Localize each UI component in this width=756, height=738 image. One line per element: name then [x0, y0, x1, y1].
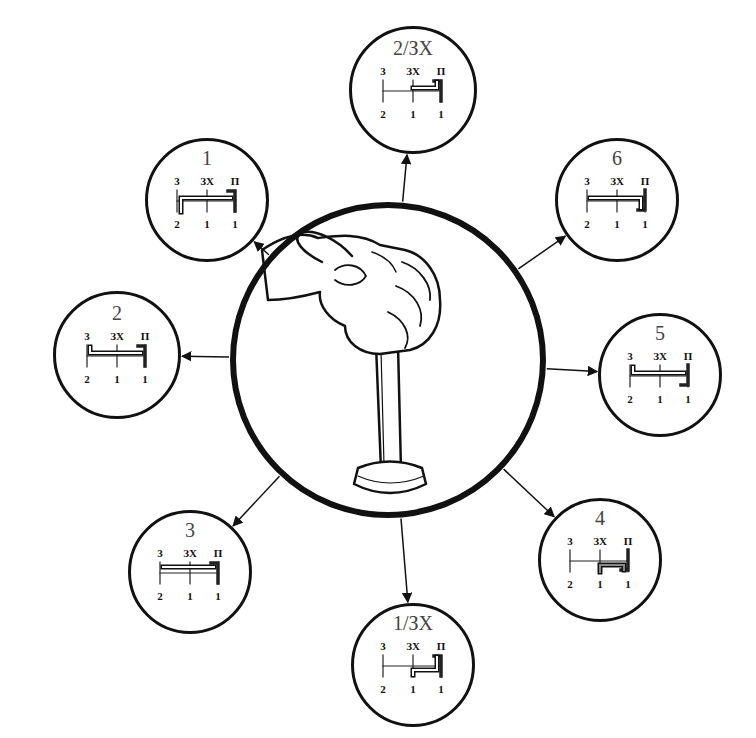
gate-label: 2: [627, 394, 633, 405]
gate-label: П: [437, 641, 446, 652]
gate-label: 3: [157, 548, 163, 559]
gate-label: 1: [438, 684, 444, 695]
gate-label: 3: [567, 536, 573, 547]
gear-number: 1/ЗХ: [393, 613, 433, 633]
gate-label: ЗХ: [406, 66, 420, 77]
gate-label: П: [437, 66, 446, 77]
gate-label: 3: [84, 331, 90, 342]
gear-number: 5: [655, 323, 665, 343]
shift-gate-scheme: [383, 655, 441, 677]
lever-circle: [230, 202, 546, 518]
gear-position-circle: 4 3 ЗХ П 2 1 1: [538, 498, 662, 622]
gate-label: 1: [597, 579, 603, 590]
circle-border: [130, 512, 251, 633]
gear-number: 2/ЗХ: [393, 38, 433, 58]
gate-label: П: [624, 536, 633, 547]
gate-label: 2: [174, 219, 180, 230]
gate-label: 1: [142, 374, 148, 385]
direction-arrow: [182, 355, 229, 357]
circle-border: [540, 500, 661, 621]
gear-number: 1: [202, 148, 212, 168]
direction-arrow: [518, 236, 565, 269]
circle-outline: [230, 202, 546, 518]
gate-label: 2: [380, 684, 386, 695]
shift-gate-scheme: [160, 562, 218, 584]
gate-label: 1: [685, 394, 691, 405]
gate-label: 3: [380, 641, 386, 652]
gate-label: 3: [174, 176, 180, 187]
gear-number: 6: [612, 148, 622, 168]
shift-gate-scheme: [383, 80, 441, 102]
gear-number: 4: [595, 508, 605, 528]
gear-position-circle: 2/ЗХ 3 ЗХ П 2 1 1: [349, 26, 477, 154]
gate-label: 1: [410, 109, 416, 120]
gate-label: ЗХ: [593, 536, 607, 547]
gate-label: 1: [642, 219, 648, 230]
gear-position-circle: 5 3 ЗХ П 2 1 1: [598, 313, 722, 437]
direction-arrow: [547, 369, 597, 372]
circle-border: [600, 315, 721, 436]
gate-label: 2: [84, 374, 90, 385]
gate-label: 1: [614, 219, 620, 230]
gate-label: П: [214, 548, 223, 559]
gate-label: ЗХ: [183, 548, 197, 559]
shift-gate-scheme: [587, 190, 645, 212]
gate-label: 1: [232, 219, 238, 230]
gate-label: П: [231, 176, 240, 187]
circle-border: [233, 205, 543, 515]
gate-label: 3: [584, 176, 590, 187]
gate-label: 1: [204, 219, 210, 230]
shift-gate-scheme: [177, 190, 235, 212]
shift-gate-scheme: [87, 345, 145, 367]
gate-label: 1: [438, 109, 444, 120]
gate-label: 2: [157, 591, 163, 602]
gate-label: 1: [187, 591, 193, 602]
gate-label: П: [141, 331, 150, 342]
gate-label: 2: [380, 109, 386, 120]
gate-label: 3: [627, 351, 633, 362]
circle-border: [55, 293, 180, 418]
gate-label: ЗХ: [610, 176, 624, 187]
gear-position-circle: 1 3 ЗХ П 2 1 1: [145, 138, 269, 262]
gear-position-circle: 2 3 ЗХ П 2 1 1: [53, 291, 181, 419]
gate-label: 2: [567, 579, 573, 590]
circle-border: [147, 140, 268, 261]
gate-label: ЗХ: [653, 351, 667, 362]
direction-arrow: [401, 518, 408, 602]
gate-label: П: [641, 176, 650, 187]
direction-arrow: [504, 469, 555, 517]
gear-number: 2: [112, 303, 122, 323]
gate-label: ЗХ: [406, 641, 420, 652]
circle-border: [353, 605, 474, 726]
shift-gate-scheme: [630, 365, 688, 387]
gate-label: 1: [215, 591, 221, 602]
gate-label: 2: [584, 219, 590, 230]
direction-arrow: [403, 155, 407, 202]
direction-arrow: [254, 242, 269, 255]
gate-label: 1: [657, 394, 663, 405]
direction-arrow: [233, 476, 279, 526]
gate-label: 1: [625, 579, 631, 590]
shift-gate-scheme: [570, 550, 628, 572]
gear-position-circle: 33ЗХП211: [128, 510, 252, 634]
gate-label: 1: [410, 684, 416, 695]
gear-position-circle: 6 3 ЗХ П 2 1 1: [555, 138, 679, 262]
gate-label: П: [684, 351, 693, 362]
gate-label: 1: [114, 374, 120, 385]
circle-border: [557, 140, 678, 261]
gate-label: 3: [380, 66, 386, 77]
gate-label: ЗХ: [110, 331, 124, 342]
circle-border: [351, 28, 476, 153]
gear-position-circle: 1/ЗХ 3 ЗХ П 2 1 1: [351, 603, 475, 727]
gear-number: 3: [185, 520, 195, 540]
gate-label: ЗХ: [200, 176, 214, 187]
